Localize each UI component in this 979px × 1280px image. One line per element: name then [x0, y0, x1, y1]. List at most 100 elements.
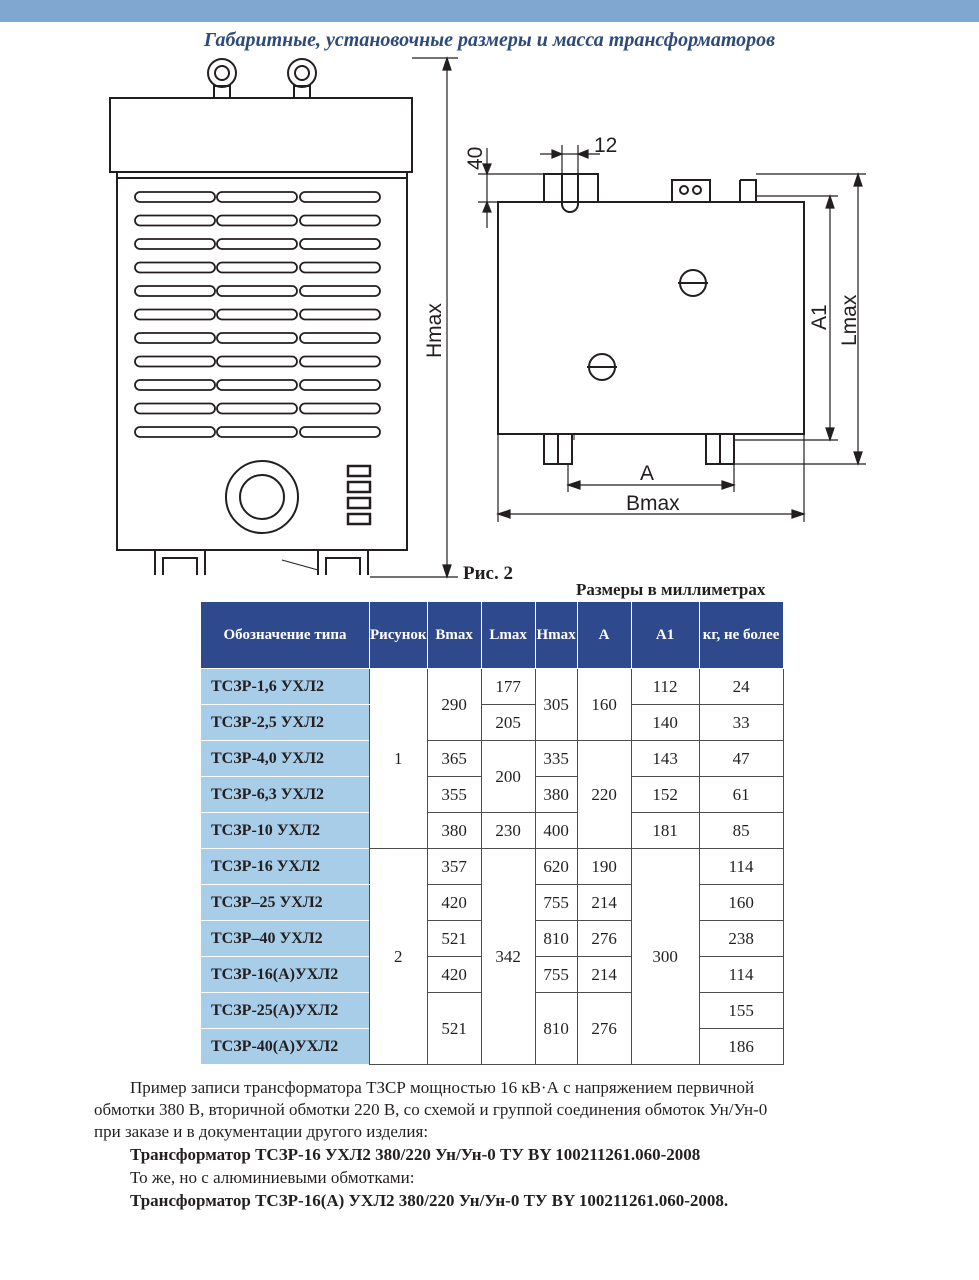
table-row: ТСЗР-10 УХЛ2 380 230 400 181 85: [200, 812, 784, 849]
table-row: ТСЗР-4,0 УХЛ2 365 200 335 220 143 47: [200, 740, 784, 849]
cell-bmax: 521: [426, 920, 482, 957]
cell-type: ТСЗР-1,6 УХЛ2: [200, 668, 370, 705]
header-type: Обозначение типа: [200, 601, 370, 669]
mounting-foot-icon: [154, 549, 206, 575]
paragraph-line: обмотки 380 В, вторичной обмотки 220 В, …: [94, 1100, 768, 1119]
cell-hmax: 335: [534, 740, 578, 777]
paragraph-line: при заказе и в документации другого изде…: [94, 1122, 429, 1141]
cell-mass: 155: [698, 992, 784, 1029]
dimension-12: [540, 145, 600, 174]
cell-a1: 143: [630, 740, 700, 777]
dimension-bmax: [496, 434, 806, 522]
page-title: Габаритные, установочные размеры и масса…: [203, 29, 776, 51]
louvre-slot: [134, 355, 216, 368]
table-row: ТСЗР–40 УХЛ2 521 810 276 238: [200, 920, 784, 957]
louvre-slot: [134, 426, 216, 438]
cell-mass: 114: [698, 848, 784, 885]
cell-lmax: 342: [480, 848, 536, 1065]
cell-bmax: 357: [426, 848, 482, 885]
louvre-slot: [216, 426, 298, 438]
screw-icon: [587, 353, 617, 381]
cell-a1: 181: [630, 812, 700, 849]
header-figure: Рисунок: [369, 601, 428, 669]
cell-bmax: 521: [426, 992, 482, 1065]
louvre-slot: [299, 402, 381, 415]
cell-bmax: 290: [426, 668, 482, 741]
cell-a: 160: [576, 668, 632, 741]
louvre-slot: [299, 308, 381, 321]
cell-lmax: 230: [480, 812, 536, 849]
cell-type: ТСЗР-10 УХЛ2: [200, 812, 370, 849]
louvre-slot: [299, 238, 381, 250]
louvre-slot: [216, 402, 298, 415]
louvre-slot: [134, 285, 216, 297]
cell-type: ТСЗР-6,3 УХЛ2: [200, 776, 370, 813]
units-caption: Размеры в миллиметрах: [576, 580, 766, 599]
cell-figure: 1: [369, 668, 428, 849]
cell-mass: 186: [698, 1028, 784, 1065]
cell-bmax: 365: [426, 740, 482, 777]
table-row: ТСЗР-2,5 УХЛ2 205 140 33: [200, 704, 784, 741]
dimension-40: [478, 148, 544, 228]
louvre-slot: [134, 238, 216, 250]
cell-bmax: 355: [426, 776, 482, 813]
header-mass: кг, не более: [698, 601, 784, 669]
cell-a: 276: [576, 920, 632, 957]
label-12: 12: [594, 134, 617, 157]
cell-mass: 85: [698, 812, 784, 849]
cell-mass: 61: [698, 776, 784, 813]
mounting-foot-icon: [317, 549, 369, 575]
top-banner: [0, 0, 979, 22]
terminal-eyelet-icon: [207, 58, 237, 99]
louvre-slot: [216, 261, 298, 274]
header-lmax: Lmax: [480, 601, 536, 669]
louvre-slot: [216, 191, 298, 203]
louvre-slot: [134, 191, 216, 203]
figure-caption: Рис. 2: [463, 563, 513, 584]
designation-line: Трансформатор ТСЗР-16 УХЛ2 380/220 Ун/Ун…: [130, 1145, 701, 1164]
cell-mass: 160: [698, 884, 784, 921]
cell-bmax: 420: [426, 884, 482, 921]
louvre-slot: [134, 379, 216, 391]
ventilation-louvres: [134, 191, 381, 438]
dimension-lmax: [734, 172, 866, 466]
cell-a1: 140: [630, 704, 700, 741]
table-row: ТСЗР-16 УХЛ2 2 357 342 620 190 300 114: [200, 848, 784, 1065]
louvre-slot: [216, 238, 298, 250]
cell-hmax: 755: [534, 956, 578, 993]
header-a: A: [576, 601, 632, 669]
louvre-slot: [216, 332, 298, 344]
table-row: ТСЗР-16(А)УХЛ2 420 755 214 114: [200, 956, 784, 993]
table-header-row: Обозначение типа Рисунок Bmax Lmax Hmax …: [200, 601, 784, 669]
cell-mass: 24: [698, 668, 784, 705]
terminal-eyelet-icon: [287, 58, 317, 99]
louvre-slot: [134, 402, 216, 415]
cell-hmax: 305: [534, 668, 578, 741]
cell-bmax: 380: [426, 812, 482, 849]
cell-type: ТСЗР–25 УХЛ2: [200, 884, 370, 921]
louvre-slot: [134, 308, 216, 321]
louvre-slot: [299, 191, 381, 203]
table-row: ТСЗР-40(А)УХЛ2 186: [200, 1028, 784, 1065]
cable-gland-icon: [225, 460, 299, 534]
cell-a: 190: [576, 848, 632, 885]
cell-a1: 300: [630, 848, 700, 1065]
cell-lmax: 200: [480, 740, 536, 813]
louvre-slot: [216, 379, 298, 391]
table-row: ТСЗР–25 УХЛ2 420 755 214 160: [200, 884, 784, 921]
logo-icon: [346, 464, 372, 526]
cell-hmax: 755: [534, 884, 578, 921]
front-view: [109, 56, 458, 579]
cell-hmax: 380: [534, 776, 578, 813]
cell-type: ТСЗР-4,0 УХЛ2: [200, 740, 370, 777]
louvre-slot: [299, 379, 381, 391]
cell-type: ТСЗР-25(А)УХЛ2: [200, 992, 370, 1029]
dimension-hmax: [370, 56, 458, 579]
cell-hmax: 400: [534, 812, 578, 849]
designation-line: Трансформатор ТСЗР-16(А) УХЛ2 380/220 Ун…: [130, 1191, 729, 1210]
label-a1: A1: [808, 304, 831, 330]
louvre-slot: [299, 285, 381, 297]
cell-a1: 152: [630, 776, 700, 813]
dimension-a1: [734, 194, 838, 442]
cell-a: 220: [576, 740, 632, 849]
